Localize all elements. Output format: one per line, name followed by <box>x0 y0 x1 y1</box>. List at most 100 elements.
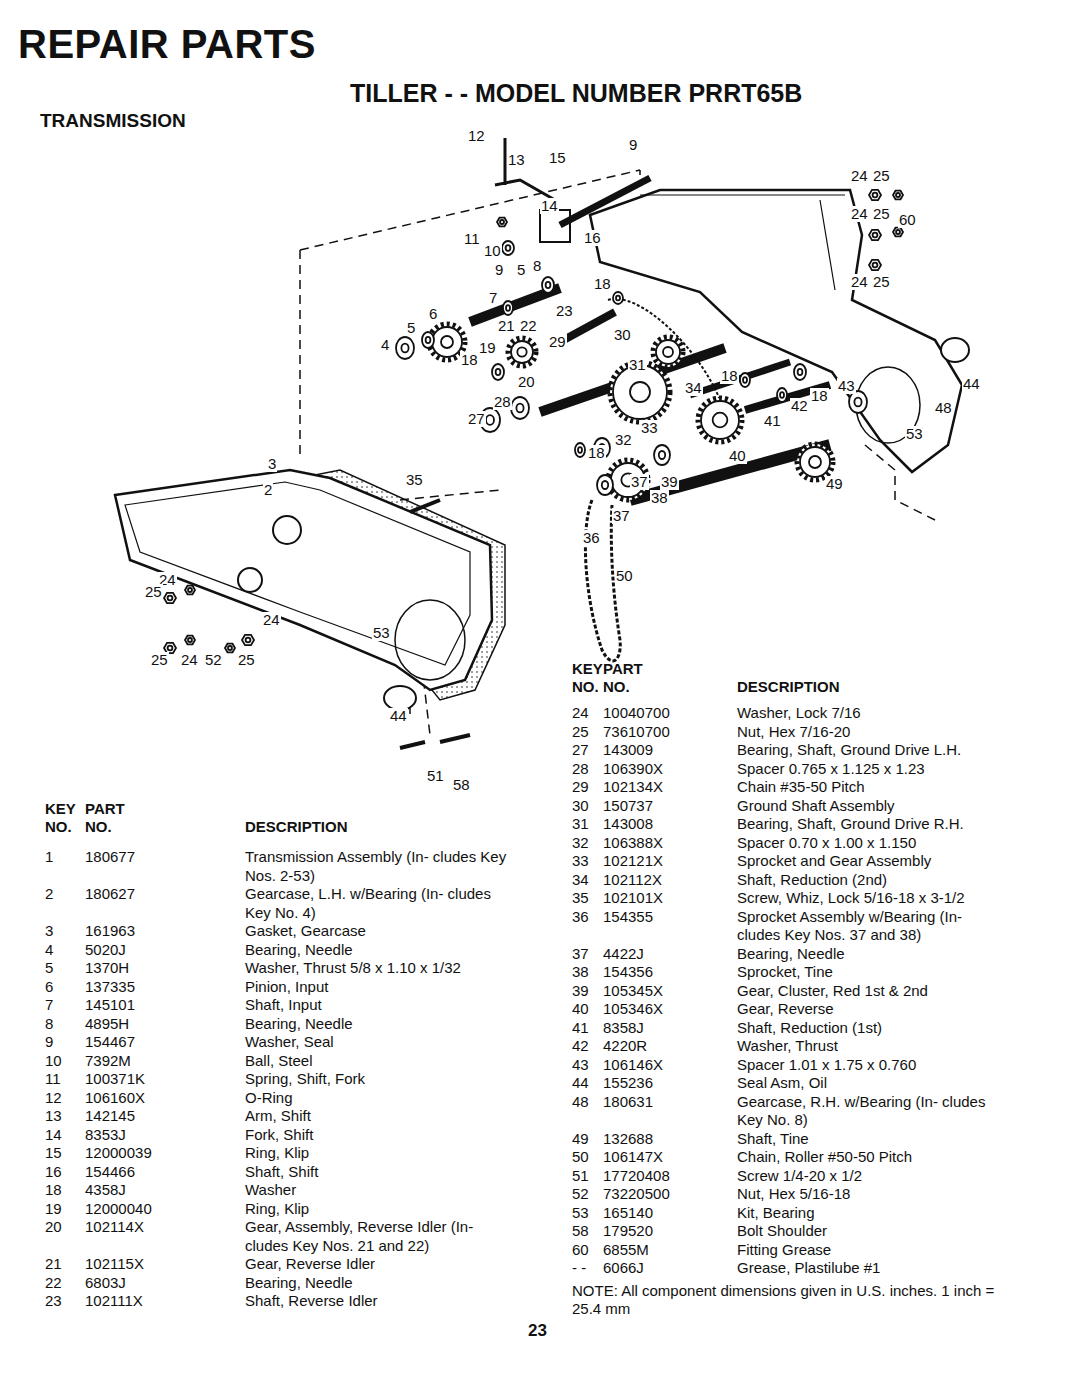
key-number: 34 <box>572 871 589 890</box>
key-number: 48 <box>572 1093 589 1112</box>
part-number: 105346X <box>603 1000 663 1019</box>
key-number: 42 <box>572 1037 589 1056</box>
washer-hole <box>578 447 582 453</box>
part-description: Shaft, Reduction (2nd) <box>737 871 1005 890</box>
part-number: 155236 <box>603 1074 653 1093</box>
table-header: NO. <box>572 678 599 697</box>
callout-number: 24 <box>850 274 869 290</box>
part-description: Spacer 0.765 x 1.125 x 1.23 <box>737 760 1005 779</box>
part-description: Spacer 1.01 x 1.75 x 0.760 <box>737 1056 1005 1075</box>
callout-number: 27 <box>467 411 486 427</box>
key-number: 6 <box>45 978 53 997</box>
page-number: 23 <box>528 1322 547 1341</box>
callout-number: 49 <box>825 476 844 492</box>
part-number: 106146X <box>603 1056 663 1075</box>
part-number: 4220R <box>603 1037 647 1056</box>
part-description: Ground Shaft Assembly <box>737 797 1005 816</box>
part-description: Gear, Reverse Idler <box>245 1255 517 1274</box>
part-number: 106388X <box>603 834 663 853</box>
reduction-shaft <box>745 385 830 410</box>
callout-number: 30 <box>613 327 632 343</box>
section-heading: TRANSMISSION <box>40 110 186 132</box>
table-header: NO. <box>85 818 112 837</box>
part-number: 102121X <box>603 852 663 871</box>
part-description: Chain, Roller #50-50 Pitch <box>737 1148 1005 1167</box>
part-number: 6855M <box>603 1241 649 1260</box>
washer <box>396 337 414 359</box>
part-description: Washer, Lock 7/16 <box>737 704 1005 723</box>
nut-hole <box>500 220 504 224</box>
key-number: 22 <box>45 1274 62 1293</box>
part-description: Spacer 0.70 x 1.00 x 1.150 <box>737 834 1005 853</box>
part-number: 106160X <box>85 1089 145 1108</box>
hex-nut <box>893 228 903 237</box>
part-number: 5020J <box>85 941 126 960</box>
callout-number: 60 <box>898 212 917 228</box>
key-number: 25 <box>572 723 589 742</box>
callout-number: 42 <box>790 398 809 414</box>
callout-number: 24 <box>180 652 199 668</box>
callout-number: 53 <box>372 625 391 641</box>
key-number: 13 <box>45 1107 62 1126</box>
washer <box>613 292 623 304</box>
hex-nut <box>225 644 235 653</box>
part-number: 12000040 <box>85 1200 152 1219</box>
key-number: 39 <box>572 982 589 1001</box>
gearcase-edge <box>640 195 845 290</box>
part-description: Shaft, Reverse Idler <box>245 1292 517 1311</box>
part-number: 154356 <box>603 963 653 982</box>
washer-hole <box>854 398 861 407</box>
part-number: 73220500 <box>603 1185 670 1204</box>
key-number: 21 <box>45 1255 62 1274</box>
part-description: Gearcase, R.H. w/Bearing (In- cludes Key… <box>737 1093 1005 1130</box>
key-number: 36 <box>572 908 589 927</box>
gear-body <box>511 341 533 363</box>
key-number: 23 <box>45 1292 62 1311</box>
gear-body <box>800 447 830 477</box>
part-description: Shaft, Tine <box>737 1130 1005 1149</box>
callout-number: 35 <box>405 472 424 488</box>
hex-nut <box>893 191 903 200</box>
key-number: 43 <box>572 1056 589 1075</box>
part-number: 102111X <box>85 1292 143 1311</box>
exploded-view <box>115 138 969 748</box>
page-title: REPAIR PARTS <box>18 22 316 66</box>
part-number: 132688 <box>603 1130 653 1149</box>
callout-number: 16 <box>583 230 602 246</box>
callout-number: 18 <box>460 352 479 368</box>
key-number: - - <box>572 1259 586 1278</box>
callout-number: 40 <box>728 448 747 464</box>
part-description: Spring, Shift, Fork <box>245 1070 517 1089</box>
key-number: 8 <box>45 1015 53 1034</box>
part-number: 12000039 <box>85 1144 152 1163</box>
washer-hole <box>426 337 431 343</box>
key-number: 5 <box>45 959 53 978</box>
part-description: Gearcase, L.H. w/Bearing (In- cludes Key… <box>245 885 517 922</box>
key-number: 4 <box>45 941 53 960</box>
washer-hole <box>506 305 510 311</box>
gear-teeth <box>608 460 648 500</box>
key-number: 52 <box>572 1185 589 1204</box>
part-number: 4422J <box>603 945 644 964</box>
washer <box>575 443 585 457</box>
part-number: 102101X <box>603 889 663 908</box>
callout-number: 24 <box>850 206 869 222</box>
table-header: KEY <box>572 660 603 679</box>
nut-hole <box>168 596 173 601</box>
key-number: 44 <box>572 1074 589 1093</box>
key-number: 27 <box>572 741 589 760</box>
washer <box>492 364 504 380</box>
nut-hole <box>873 193 878 198</box>
hex-nut <box>242 635 254 645</box>
part-number: 8358J <box>603 1019 644 1038</box>
part-description: Chain #35-50 Pitch <box>737 778 1005 797</box>
part-number: 100371K <box>85 1070 145 1089</box>
part-description: Gear, Assembly, Reverse Idler (In- clude… <box>245 1218 517 1255</box>
gear-hub <box>517 347 526 356</box>
washer-hole <box>743 377 747 383</box>
callout-number: 24 <box>850 168 869 184</box>
callout-number: 24 <box>262 612 281 628</box>
nut-hole <box>168 646 173 651</box>
hex-nut <box>497 218 507 227</box>
key-number: 3 <box>45 922 53 941</box>
